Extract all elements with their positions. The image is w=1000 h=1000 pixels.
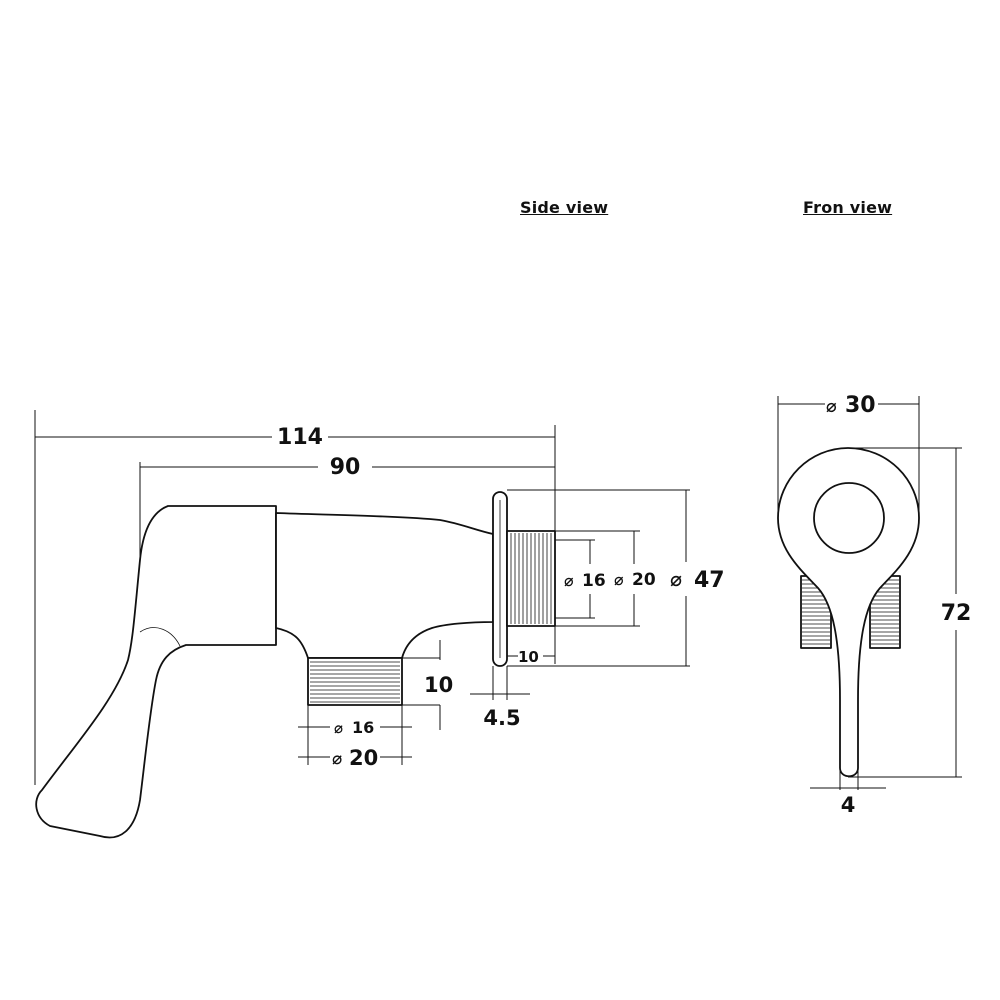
side-view: 114 90 ⌀ 47 ⌀ 20 ⌀ 16 10 4.5 10 ⌀ 16 ⌀ 2…: [34, 410, 725, 839]
dim-114: 114: [277, 425, 323, 450]
side-view-title: Side view: [520, 198, 609, 217]
dim-20-bottom: 20: [349, 746, 378, 770]
front-view-title: Fron view: [803, 198, 893, 217]
dim-90: 90: [330, 455, 361, 480]
front-bore-circle: [813, 482, 885, 554]
diameter-symbol-30: ⌀: [826, 396, 837, 417]
bottom-thread-ridges: [310, 661, 400, 703]
diameter-symbol-20-bottom: ⌀: [332, 749, 342, 769]
dim-4: 4: [841, 793, 856, 817]
tap-handle-lever: [35, 505, 277, 839]
dim-16-back: 16: [582, 571, 606, 591]
tap-body: [275, 512, 494, 659]
front-view: ⌀ 30 72 4: [777, 393, 972, 817]
diameter-symbol-16-bottom: ⌀: [334, 719, 343, 737]
dim-16-bottom: 16: [352, 718, 374, 737]
diameter-symbol-20-back: ⌀: [614, 570, 624, 589]
dim-4-5: 4.5: [483, 706, 520, 730]
diameter-symbol-16-back: ⌀: [564, 571, 574, 590]
dim-30: 30: [845, 393, 876, 418]
dim-72: 72: [941, 601, 972, 626]
diameter-symbol-47: ⌀: [670, 567, 682, 591]
dim-47: 47: [694, 568, 725, 593]
back-thread-ridges: [510, 533, 552, 624]
dim-20-back: 20: [632, 570, 656, 590]
dim-10-back: 10: [518, 648, 539, 666]
dim-10-bottom: 10: [424, 673, 453, 697]
handle-recess-line: [139, 627, 181, 647]
